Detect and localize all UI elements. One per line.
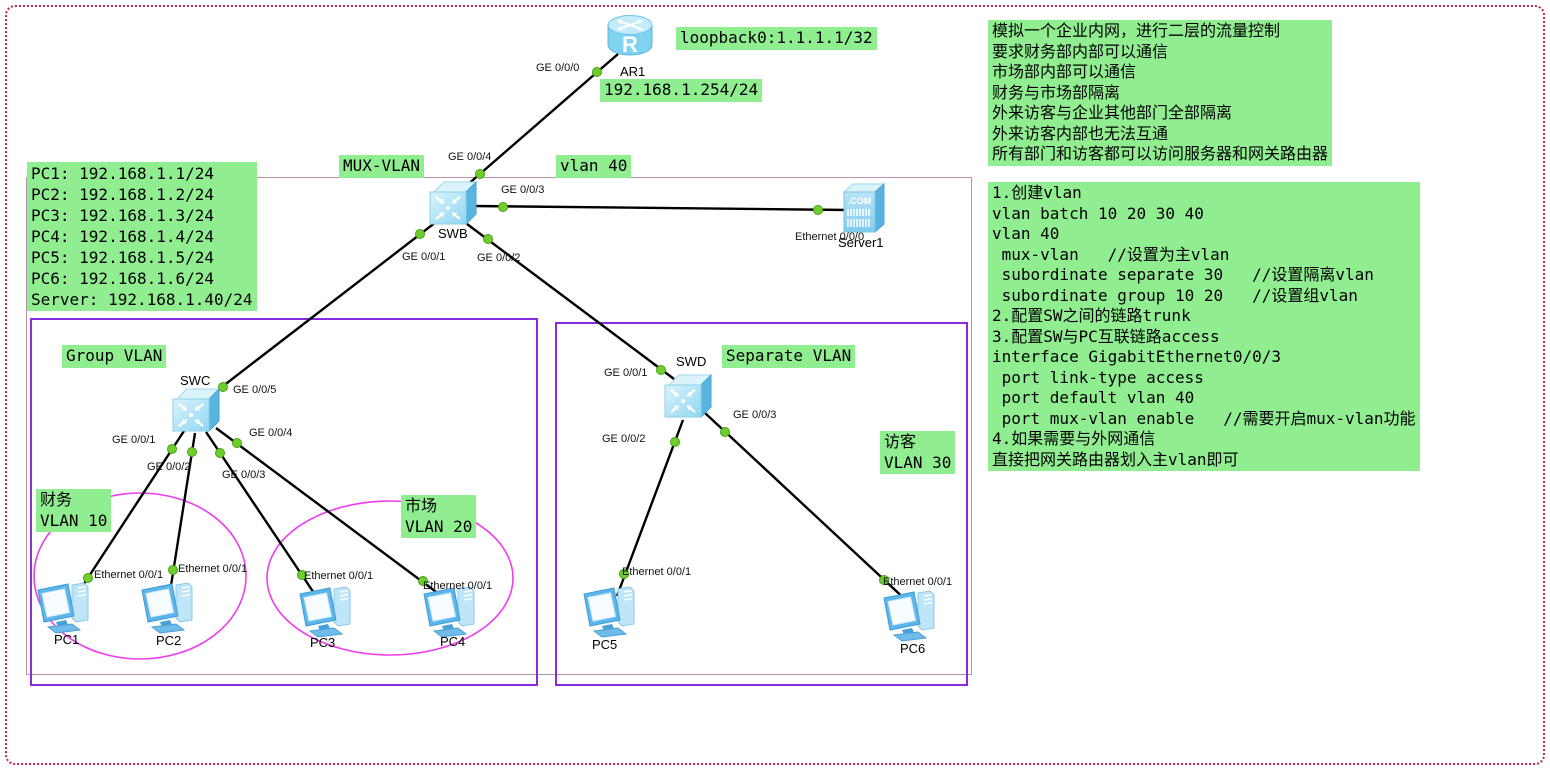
port-status-dot: [415, 229, 425, 239]
note-loopback: loopback0:1.1.1.1/32: [676, 27, 877, 50]
pc-icon: [298, 584, 358, 638]
device-label-pc1: PC1: [54, 632, 80, 647]
link-swc-pc4: [215, 427, 456, 607]
note-guest-vlan30: 访客 VLAN 30: [880, 431, 956, 474]
note-separate-vlan: Separate VLAN: [722, 345, 856, 368]
port-status-dot: [619, 569, 629, 579]
link-swb-swc: [213, 221, 437, 394]
switch-swd[interactable]: [664, 374, 712, 425]
switch-swc[interactable]: [172, 388, 220, 439]
note-mux-vlan: MUX-VLAN: [339, 155, 425, 178]
port-status-dot: [215, 448, 225, 458]
note-finance-vlan10: 财务 VLAN 10: [36, 489, 112, 532]
router-ar1[interactable]: [606, 15, 654, 64]
link-swb-swd: [466, 223, 675, 380]
port-status-dot: [418, 576, 428, 586]
port-label-swc-ge005: GE 0/0/5: [233, 384, 277, 396]
device-label-pc5: PC5: [592, 637, 618, 652]
port-status-dot: [656, 365, 666, 375]
device-label-ar1: AR1: [620, 64, 646, 79]
switch-icon: [664, 374, 712, 420]
link-swc-pc2: [168, 432, 197, 593]
port-status-dot: [720, 427, 730, 437]
port-label-swd-ge003: GE 0/0/3: [733, 409, 777, 421]
port-label-pc5-eth001: Ethernet 0/0/1: [622, 566, 692, 578]
pc-pc6[interactable]: [882, 588, 942, 647]
port-label-swd-ge001: GE 0/0/1: [604, 367, 648, 379]
note-group-vlan: Group VLAN: [62, 345, 167, 368]
pc-icon: [882, 588, 942, 642]
note-scenario: 模拟一个企业内网，进行二层的流量控制 要求财务部内部可以通信 市场部内部可以通信…: [988, 20, 1333, 166]
port-label-swb-ge004: GE 0/0/4: [448, 151, 492, 163]
link-swb-server1: [473, 202, 849, 215]
switch-swb[interactable]: [429, 181, 477, 232]
port-status-dot: [498, 202, 508, 212]
group-vlan-box: [30, 318, 538, 686]
device-label-swd: SWD: [676, 354, 707, 369]
port-status-dot: [232, 438, 242, 448]
topology-frame: [26, 177, 972, 675]
device-label-swb: SWB: [438, 226, 468, 241]
port-label-swc-ge004: GE 0/0/4: [249, 427, 293, 439]
port-status-dot: [475, 169, 485, 179]
link-swc-pc1: [74, 430, 186, 597]
pc-icon: [582, 584, 642, 638]
server-icon: [842, 183, 886, 233]
port-status-dot: [187, 447, 197, 457]
port-status-dot: [297, 570, 307, 580]
link-swd-pc6: [704, 412, 909, 603]
pc-pc5[interactable]: [582, 584, 642, 643]
separate-vlan-box: [555, 322, 968, 686]
note-vlan-40: vlan 40: [556, 155, 632, 178]
port-status-dot: [592, 67, 602, 77]
port-status-dot: [218, 382, 228, 392]
port-status-dot: [813, 205, 823, 215]
router-icon: [606, 15, 654, 59]
port-label-swc-ge003: GE 0/0/3: [222, 469, 266, 481]
port-label-swb-ge003: GE 0/0/3: [501, 184, 545, 196]
device-label-swc: SWC: [180, 373, 211, 388]
note-gateway-ip: 192.168.1.254/24: [600, 79, 763, 102]
port-status-dot: [670, 437, 680, 447]
port-label-swd-ge002: GE 0/0/2: [602, 433, 646, 445]
pc-icon: [140, 580, 200, 634]
note-ip-list: PC1: 192.168.1.1/24 PC2: 192.168.1.2/24 …: [27, 162, 257, 311]
port-status-dot: [167, 444, 177, 454]
port-label-server-eth000: Ethernet 0/0/0: [795, 231, 865, 243]
pc-icon: [36, 580, 96, 634]
finance-vlan-ellipse: [33, 492, 247, 660]
port-status-dot: [879, 575, 889, 585]
device-label-pc3: PC3: [310, 635, 336, 650]
market-vlan-ellipse: [266, 500, 514, 656]
server-server1[interactable]: [842, 183, 886, 238]
note-config-steps: 1.创建vlan vlan batch 10 20 30 40 vlan 40 …: [988, 182, 1420, 471]
pc-pc2[interactable]: [140, 580, 200, 639]
device-label-pc2: PC2: [156, 633, 182, 648]
device-label-pc4: PC4: [440, 634, 466, 649]
port-label-pc1-eth001: Ethernet 0/0/1: [94, 569, 164, 581]
device-label-server1: Server1: [838, 235, 884, 250]
switch-icon: [429, 181, 477, 227]
port-label-swb-ge001: GE 0/0/1: [402, 251, 446, 263]
link-swd-pc5: [615, 419, 685, 597]
pc-pc1[interactable]: [36, 580, 96, 639]
port-label-pc6-eth001: Ethernet 0/0/1: [883, 576, 953, 588]
port-label-swc-ge001: GE 0/0/1: [112, 434, 156, 446]
note-market-vlan20: 市场 VLAN 20: [401, 495, 477, 538]
port-status-dot: [483, 234, 493, 244]
device-label-pc6: PC6: [900, 641, 926, 656]
pc-icon: [422, 584, 482, 638]
port-label-pc3-eth001: Ethernet 0/0/1: [304, 570, 374, 582]
port-status-dot: [168, 565, 178, 575]
port-status-dot: [83, 573, 93, 583]
link-ar1-swb: [457, 53, 619, 194]
port-label-swc-ge002: GE 0/0/2: [147, 461, 191, 473]
port-label-pc4-eth001: Ethernet 0/0/1: [423, 580, 493, 592]
port-label-ar1-ge000: GE 0/0/0: [536, 62, 580, 74]
link-swc-pc3: [205, 431, 321, 603]
port-label-swb-ge002: GE 0/0/2: [477, 252, 521, 264]
port-label-pc2-eth001: Ethernet 0/0/1: [178, 563, 248, 575]
switch-icon: [172, 388, 220, 434]
